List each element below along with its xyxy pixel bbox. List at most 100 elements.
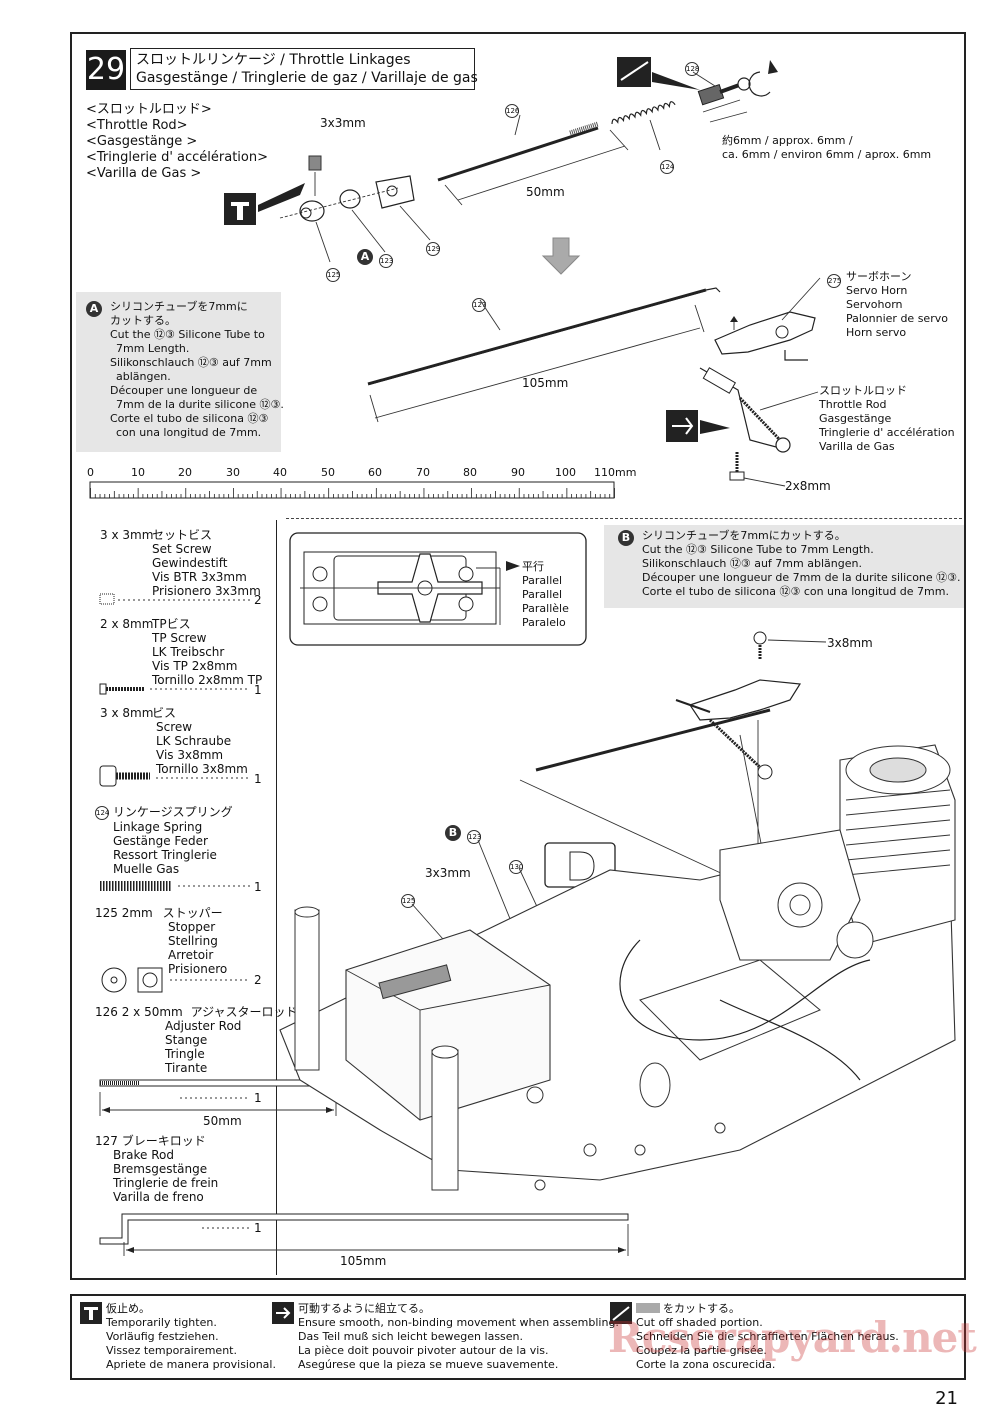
note-a-badge: A [86,301,102,317]
brake-rod-length-label: 105mm [522,376,569,390]
legend-line: Ensure smooth, non-binding movement when… [298,1316,619,1329]
note-line: Silikonschlauch ⑫③ auf 7mm [110,356,272,369]
qty-screw: 1 [254,772,262,786]
label-line: 平行 [522,560,544,573]
qty-linkage-spring: 1 [254,880,262,894]
screw-3x8-label: 3x8mm [827,636,873,650]
part-name: Set Screw [152,542,212,556]
part-number: 127 [95,1134,118,1148]
ruler-label: 30 [226,466,240,479]
ruler-label: 0 [87,466,94,479]
qty-stopper: 2 [254,973,262,987]
label-line: Palonnier de servo [846,312,948,325]
screw-2x8-label: 2x8mm [785,479,831,493]
note-line: Cut the ⑫③ Silicone Tube to 7mm Length. [642,543,874,556]
part-name: Vis TP 2x8mm [152,659,238,673]
legend-line: Apriete de manera provisional. [106,1358,276,1371]
label-line: Servo Horn [846,284,908,297]
legend-line: 仮止め。 [106,1302,150,1315]
part-name: ストッパー [162,906,223,920]
ruler-label: 110mm [594,466,637,479]
part-name: Stopper [168,920,216,934]
step-title-jp: スロットルリンケージ / Throttle Linkages [136,52,411,68]
shaded-swatch-icon [636,1303,660,1313]
part-129-label: 129 [426,238,440,257]
qty-brake-rod: 1 [254,1221,262,1235]
legend-smooth-movement: 可動するように組立てる。 Ensure smooth, non-binding … [298,1302,619,1372]
parallel-label: 平行 Parallel Parallel Parallèle Paralelo [522,560,569,630]
note-line: シリコンチューブを7mmに [110,300,248,313]
part-name: LK Schraube [156,734,232,748]
note-line: ablängen. [116,370,171,383]
qty-adjuster-rod: 1 [254,1091,262,1105]
part-tp-screw: 2 x 8mm TPビス TP Screw LK Treibschr Vis T… [100,617,262,687]
ruler-label: 90 [511,466,525,479]
page-number: 21 [935,1388,958,1409]
ruler-label: 20 [178,466,192,479]
label-line: Parallèle [522,602,569,615]
set-screw-size-label: 3x3mm [320,116,366,130]
label-line: Varilla de Gas [819,440,895,453]
part-set-screw: 3 x 3mm セットビス Set Screw Gewindestift Vis… [100,528,261,598]
part-128-label: 128 [685,58,699,77]
step-title: スロットルリンケージ / Throttle Linkages Gasgestän… [136,51,478,87]
cut-icon [610,1302,632,1324]
part-name: Screw [156,720,193,734]
part-number: 130 [509,859,523,874]
step-frame [70,32,966,1280]
legend-line: Asegúrese que la pieza se mueve suavemen… [298,1358,559,1371]
label-line: Paralelo [522,616,566,629]
part-name: リンケージスプリング [112,805,233,819]
watermark: Rcscrapyard.net [608,1313,977,1362]
part-name: Brake Rod [113,1148,174,1162]
legend-line: をカットする。 [663,1302,740,1315]
adjuster-rod-length: 50mm [203,1114,242,1128]
part-275-label: 275 [827,270,841,289]
note-line: シリコンチューブを7mmにカットする。 [642,529,846,542]
part-brake-rod: 127 ブレーキロッド Brake Rod Bremsgestänge Trin… [95,1134,218,1204]
label-line: サーボホーン [846,270,912,283]
part-stopper: 125 2mm ストッパー Stopper Stellring Arretoir… [95,906,227,976]
ruler-ticks [90,488,615,498]
part-linkage-spring: 124 リンケージスプリング Linkage Spring Gestänge F… [95,805,233,876]
rod-length-label: 50mm [526,185,565,199]
part-screw: 3 x 8mm ビス Screw LK Schraube Vis 3x8mm T… [100,706,248,776]
part-name: Arretoir [168,948,214,962]
part-names: ビス Screw LK Schraube Vis 3x8mm Tornillo … [152,706,292,776]
label-line: Gasgestänge [819,412,892,425]
note-a-text: シリコンチューブを7mmに カットする。 Cut the ⑫③ Silicone… [110,300,284,440]
part-name: Tringlerie de frein [113,1176,219,1190]
part-number: 123 [379,253,393,268]
part-adjuster-rod: 126 2 x 50mm アジャスターロッド Adjuster Rod Stan… [95,1005,297,1075]
note-line: Silikonschlauch ⑫③ auf 7mm ablängen. [642,557,862,570]
ruler-label: 40 [273,466,287,479]
legend-cut: をカットする。 Cut off shaded portion. Schneide… [636,1302,899,1372]
part-name: Ressort Tringlerie [113,847,217,862]
legend-line: Vorläufig festziehen. [106,1330,219,1343]
label-b-badge: B [445,825,461,841]
heading-line: <Gasgestänge > [86,134,198,149]
top-diagram [89,57,821,499]
note-line: con una longitud de 7mm. [116,426,262,439]
parts-list [88,520,277,1275]
legend-line: Coupez la partie grisée. [636,1344,767,1357]
part-name: Vis 3x8mm [156,748,224,762]
part-125-bottom-label: 125 [401,890,415,909]
part-number: 124 [660,159,674,174]
heading-line: <Varilla de Gas > [86,166,202,181]
ruler-label: 10 [131,466,145,479]
part-name: Gewindestift [152,556,228,570]
qty-set-screw: 2 [254,593,262,607]
label-line: Parallel [522,588,563,601]
parts-and-assembly-drawings [99,525,964,1256]
part-name: Tornillo 2x8mm TP [152,673,263,687]
part-name: Linkage Spring [113,819,203,834]
label-line: Horn servo [846,326,907,339]
ruler-label: 100 [555,466,576,479]
part-name: ビス [152,706,177,720]
part-number: 275 [827,273,841,288]
part-name: Adjuster Rod [165,1019,242,1033]
part-name: Varilla de freno [113,1190,204,1204]
label-line: Servohorn [846,298,903,311]
part-name: ブレーキロッド [121,1134,206,1148]
